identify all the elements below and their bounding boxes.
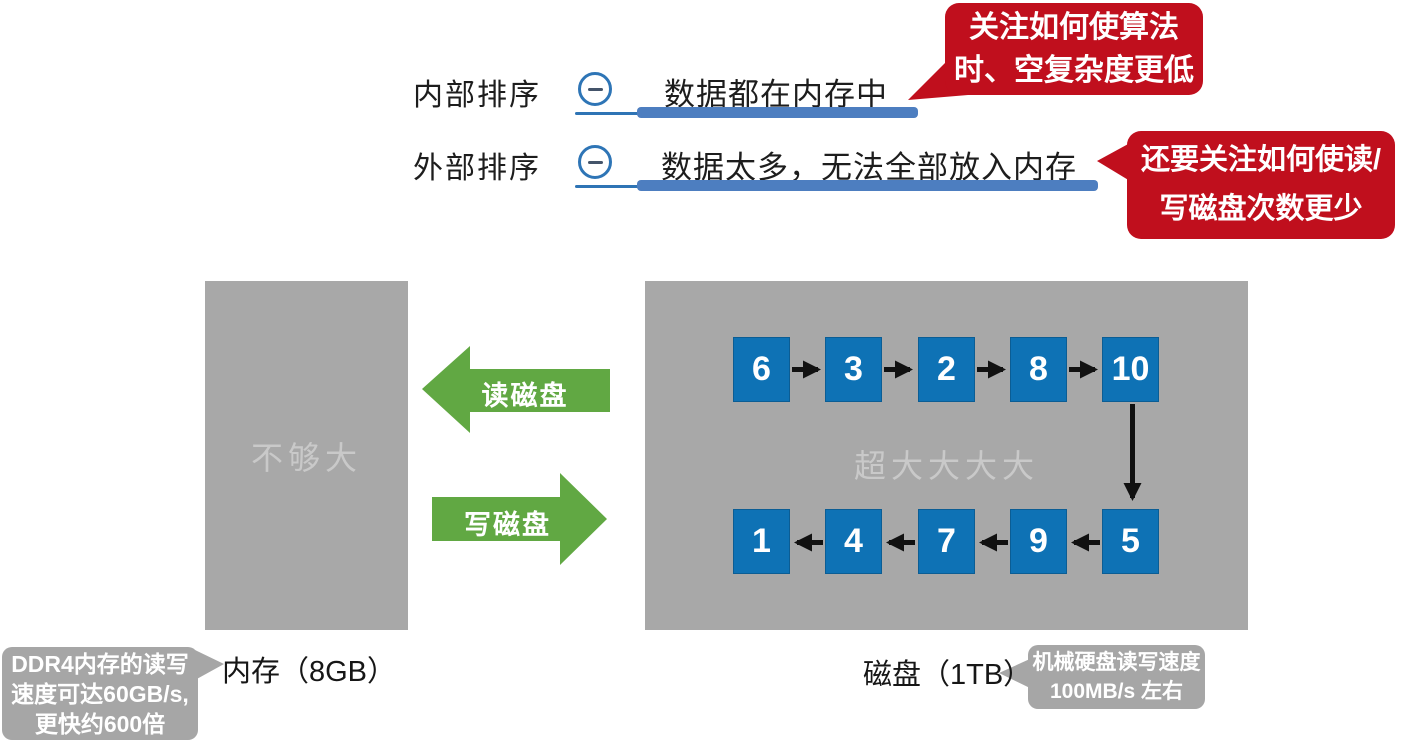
memory-size-hint: 不够大 (250, 439, 362, 476)
callout-line: 还要关注如何使读/ (1140, 144, 1382, 176)
callout-line: 更快约600倍 (34, 710, 166, 737)
number-cell: 7 (918, 509, 975, 574)
underline-bar (637, 180, 1098, 191)
number-cell: 4 (825, 509, 882, 574)
callout-line: 100MB/s 左右 (1049, 680, 1184, 703)
disk-panel: 超大大大大 6 3 2 8 10 1 4 7 9 5 (645, 281, 1248, 630)
read-disk-label: 读磁盘 (481, 381, 569, 411)
term-external-sort: 外部排序 (413, 152, 541, 185)
memory-label: 内存（8GB） (222, 656, 397, 688)
underline-bar (637, 107, 918, 118)
underline-thin (575, 185, 641, 188)
callout-line: 速度可达60GB/s, (11, 680, 189, 707)
minus-dash (587, 160, 603, 164)
write-disk-label: 写磁盘 (464, 510, 551, 540)
callout-line: 写磁盘次数更少 (1159, 193, 1363, 225)
callout-line: 机械硬盘读写速度 (1032, 651, 1201, 674)
term-internal-sort: 内部排序 (413, 79, 541, 112)
desc-external-sort: 数据太多，无法全部放入内存 (661, 150, 1077, 185)
minus-dash (587, 87, 603, 91)
number-cell: 9 (1010, 509, 1067, 574)
number-cell: 1 (733, 509, 790, 574)
number-cell: 2 (918, 337, 975, 402)
disk-io-callout: 还要关注如何使读/ 写磁盘次数更少 (1127, 131, 1395, 239)
number-cell: 8 (1010, 337, 1067, 402)
red-callout-tail (1097, 143, 1130, 181)
underline-thin (575, 112, 641, 115)
number-cell: 6 (733, 337, 790, 402)
number-cell: 10 (1102, 337, 1159, 402)
number-cell: 3 (825, 337, 882, 402)
memory-panel: 不够大 (205, 281, 408, 630)
callout-line: 时、空复杂度更低 (954, 54, 1194, 87)
disk-label: 磁盘（1TB） (863, 659, 1033, 691)
gray-callout-tail (195, 650, 224, 680)
number-cell: 5 (1102, 509, 1159, 574)
algorithm-complexity-callout: 关注如何使算法 时、空复杂度更低 (945, 3, 1203, 95)
memory-speed-callout: DDR4内存的读写 速度可达60GB/s, 更快约600倍 (2, 647, 198, 740)
disk-size-hint: 超大大大大 (853, 448, 1039, 484)
desc-internal-sort: 数据都在内存中 (664, 77, 888, 112)
callout-line: DDR4内存的读写 (11, 650, 189, 677)
minus-circle-icon (578, 145, 612, 179)
callout-line: 关注如何使算法 (969, 11, 1179, 44)
disk-speed-callout: 机械硬盘读写速度 100MB/s 左右 (1028, 645, 1205, 709)
minus-circle-icon (578, 72, 612, 106)
